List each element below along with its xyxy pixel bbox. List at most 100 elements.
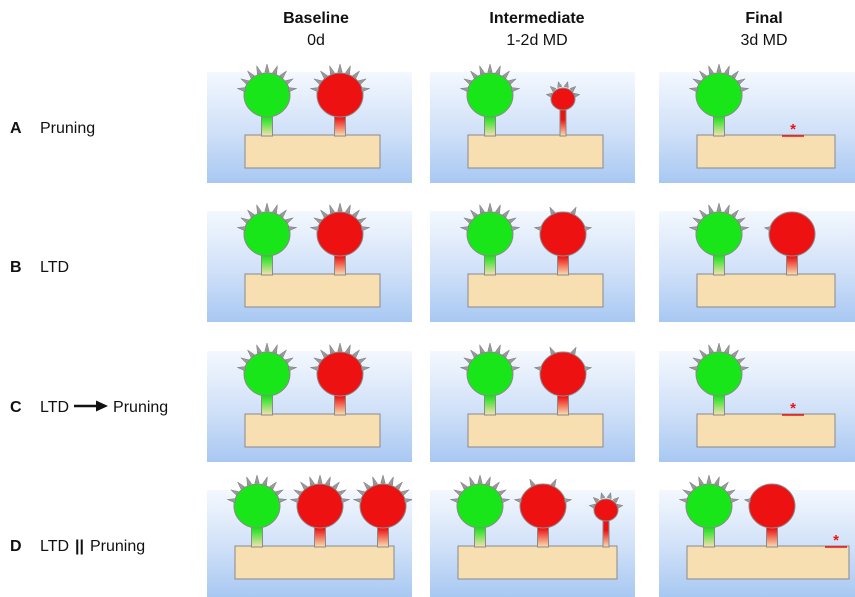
receptor-spike [563, 498, 573, 504]
receptor-spike [462, 357, 473, 365]
panel-artwork-row-b [236, 202, 836, 322]
receptor-spikes [226, 474, 288, 504]
receptor-spike [309, 366, 320, 372]
receptor-spike [507, 78, 518, 86]
receptor-spike [274, 489, 285, 497]
receptor-spike [588, 503, 596, 509]
receptor-spikes [763, 226, 772, 232]
dendrite [234, 545, 395, 580]
receptor-spike [569, 85, 577, 93]
receptor-spike [714, 475, 720, 486]
receptor-spike [319, 70, 328, 79]
receptor-spike [272, 64, 278, 75]
receptor-spike [743, 498, 752, 504]
receptor-spike [459, 481, 468, 490]
receptor-spike [337, 202, 343, 212]
receptor-spike [763, 226, 772, 232]
receptor-spike [487, 202, 493, 212]
receptor-spike [729, 498, 740, 504]
receptor-spike [708, 203, 714, 214]
receptor-spike [533, 226, 543, 232]
dendrite [696, 134, 836, 169]
receptor-spike [487, 342, 493, 352]
receptor-spike [246, 209, 255, 218]
receptor-spike [388, 475, 394, 486]
receptor-spike [246, 70, 255, 79]
receptor-spikes [236, 342, 298, 372]
receptor-spike [352, 209, 361, 218]
dendrite [696, 413, 836, 448]
receptor-spike [352, 70, 361, 79]
panel-a-baseline: * [207, 63, 855, 183]
stage-panel-baseline [236, 342, 381, 448]
receptor-spike [724, 64, 730, 75]
stage-panel-baseline [236, 202, 381, 308]
receptor-spike [502, 349, 511, 358]
receptor-spike [724, 203, 730, 214]
receptor-spike [332, 481, 341, 490]
receptor-spike [284, 217, 295, 225]
column-header-intermediate: Intermediate 1-2d MD [457, 8, 617, 52]
receptor-spikes [236, 202, 298, 232]
receptor-spike [600, 491, 606, 499]
receptor-spike [236, 87, 247, 93]
spine-head [466, 351, 514, 397]
receptor-spikes [236, 63, 298, 93]
receptor-spike [698, 70, 707, 79]
spared-spine [688, 63, 750, 137]
receptor-spike [345, 64, 351, 75]
receptor-spike [731, 70, 740, 79]
receptor-spike [510, 366, 521, 372]
receptor-spike [469, 349, 478, 358]
receptor-spike [716, 202, 722, 212]
spared-spine [678, 474, 740, 548]
receptor-spikes [309, 342, 371, 372]
row-text: LTD [40, 259, 70, 276]
spine-head [316, 72, 364, 118]
stage-panel-baseline [226, 474, 414, 580]
column-subtitle: 3d MD [740, 32, 788, 49]
receptor-spike [513, 498, 523, 504]
spine-head [316, 211, 364, 257]
receptor-spike [721, 481, 730, 490]
dendrite [467, 273, 604, 308]
receptor-spike [279, 209, 288, 218]
panel-gap [635, 351, 659, 462]
panel-gap [412, 351, 430, 462]
column-title: Intermediate [489, 10, 585, 27]
receptor-spike [736, 217, 747, 225]
receptor-spike [570, 206, 577, 215]
receptor-spike [337, 63, 343, 73]
spine-head [316, 351, 364, 397]
receptor-spike [549, 346, 556, 355]
receptor-spike [319, 209, 328, 218]
deprived-spine [533, 346, 593, 416]
receptor-spikes [459, 342, 521, 372]
receptor-spike [345, 343, 351, 354]
receptor-spikes [309, 202, 371, 232]
right-arrow-icon [74, 396, 109, 420]
receptor-spike [372, 475, 378, 486]
spine-head [685, 483, 733, 529]
row-letter: C [10, 399, 22, 417]
stage-panel-final: * [688, 342, 836, 448]
receptor-spike [557, 80, 563, 88]
receptor-spike [309, 87, 320, 93]
pruned-marker: * [790, 400, 796, 417]
receptor-spike [269, 481, 278, 490]
receptor-spike [678, 498, 689, 504]
deprived-spine [352, 474, 414, 548]
receptor-spike [479, 343, 485, 354]
dendrite [467, 134, 604, 169]
receptor-spikes [309, 63, 371, 93]
panel-gap [635, 211, 659, 322]
receptor-spike [239, 78, 250, 86]
receptor-spike [739, 366, 750, 372]
receptor-spike [731, 349, 740, 358]
spine-head [243, 351, 291, 397]
spared-spine [459, 202, 521, 276]
column-title: Final [745, 10, 783, 27]
receptor-spike [299, 481, 308, 490]
